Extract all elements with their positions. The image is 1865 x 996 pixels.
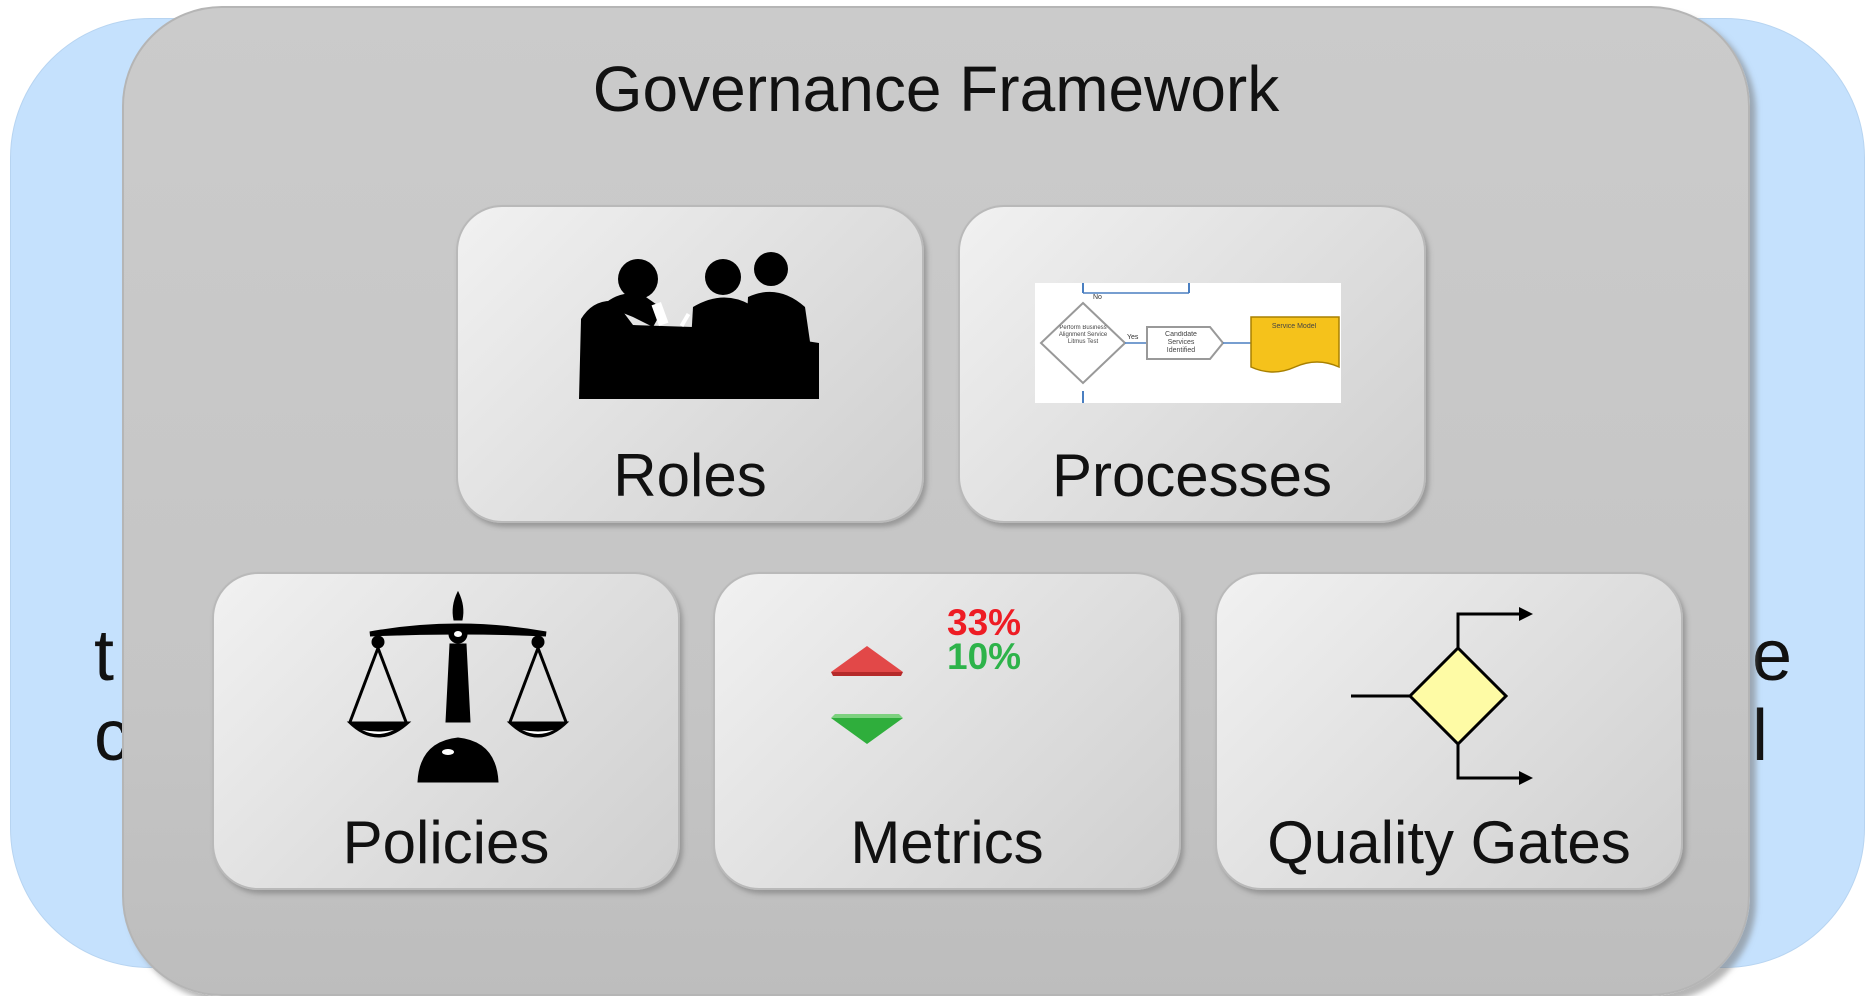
background-text-fragment: e	[1752, 616, 1793, 696]
process-box-text: Candidate Services Identified	[1165, 331, 1197, 354]
background-text-fragment: t	[94, 616, 115, 696]
framework-title: Governance Framework	[592, 53, 1280, 125]
quality-gates-label: Quality Gates	[1267, 809, 1631, 876]
policies-tile: Policies	[212, 572, 680, 890]
policies-label: Policies	[342, 809, 550, 876]
metrics-label: Metrics	[850, 809, 1044, 876]
process-decision-text: Perform Business Alignment Service Litmu…	[1058, 325, 1108, 345]
quality-gates-tile: Quality Gates	[1215, 572, 1683, 890]
up-down-arrows-icon	[831, 646, 903, 744]
up-arrow-icon	[831, 646, 903, 672]
processes-tile: No Yes Perform Business Alignment Servic…	[958, 205, 1426, 523]
roles-tile: Roles	[456, 205, 924, 523]
scales-of-justice-icon	[346, 590, 570, 783]
processes-label: Processes	[1051, 442, 1333, 509]
people-silhouette-icon	[579, 252, 819, 399]
metric-down-value: 10%	[947, 636, 1022, 677]
metric-up-value: 33%	[947, 602, 1022, 643]
roles-label: Roles	[613, 442, 767, 509]
decision-diamond-icon	[1351, 607, 1533, 785]
process-yes-label: Yes	[1127, 334, 1139, 341]
process-no-label: No	[1093, 294, 1102, 301]
process-flow-icon: No Yes Perform Business Alignment Servic…	[1035, 283, 1341, 403]
down-arrow-icon	[831, 718, 903, 744]
process-document-text: Service Model	[1271, 323, 1317, 330]
metrics-tile: 33% 10% Metrics	[713, 572, 1181, 890]
background-text-fragment: l	[1752, 696, 1768, 776]
